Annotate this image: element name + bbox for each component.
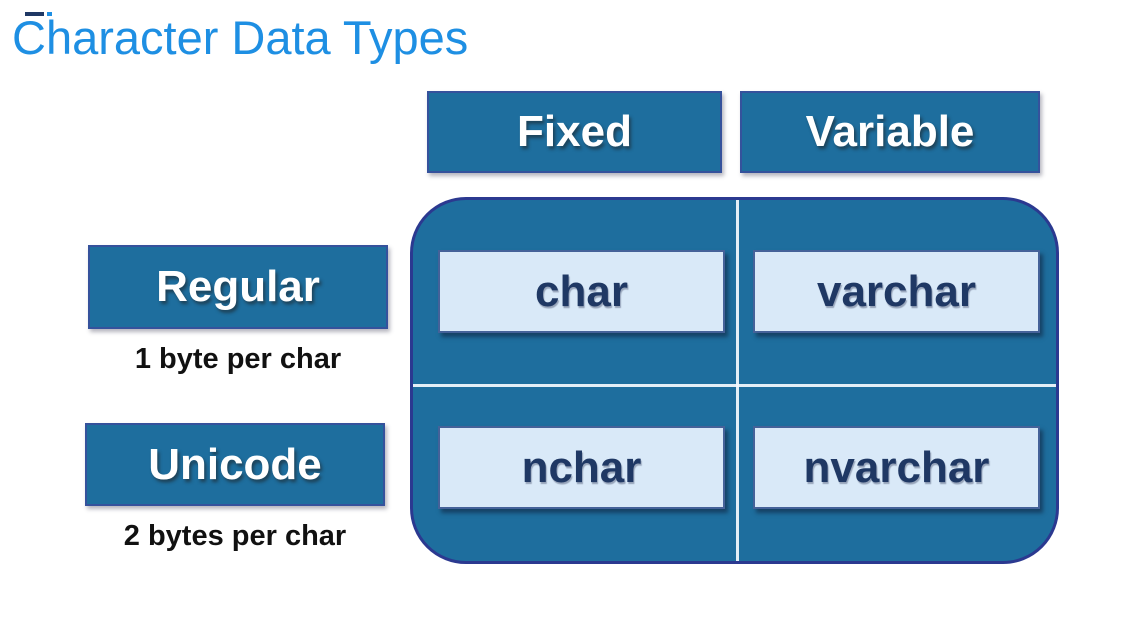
- column-header-variable: Variable: [740, 91, 1040, 173]
- column-header-fixed: Fixed: [427, 91, 722, 173]
- matrix-panel: char varchar nchar nvarchar: [410, 197, 1059, 564]
- stray-mark-dash: [25, 12, 44, 16]
- matrix-divider-vertical: [736, 200, 739, 561]
- row-note-regular: 1 byte per char: [134, 343, 342, 375]
- matrix-divider-horizontal: [413, 384, 1056, 387]
- cell-char: char: [438, 250, 725, 333]
- row-header-unicode: Unicode: [85, 423, 385, 506]
- row-note-unicode: 2 bytes per char: [123, 520, 347, 552]
- stray-mark-dot: [47, 12, 52, 16]
- slide-title: Character Data Types: [12, 11, 469, 64]
- cell-nvarchar: nvarchar: [753, 426, 1040, 509]
- row-header-regular: Regular: [88, 245, 388, 329]
- cell-nchar: nchar: [438, 426, 725, 509]
- cell-varchar: varchar: [753, 250, 1040, 333]
